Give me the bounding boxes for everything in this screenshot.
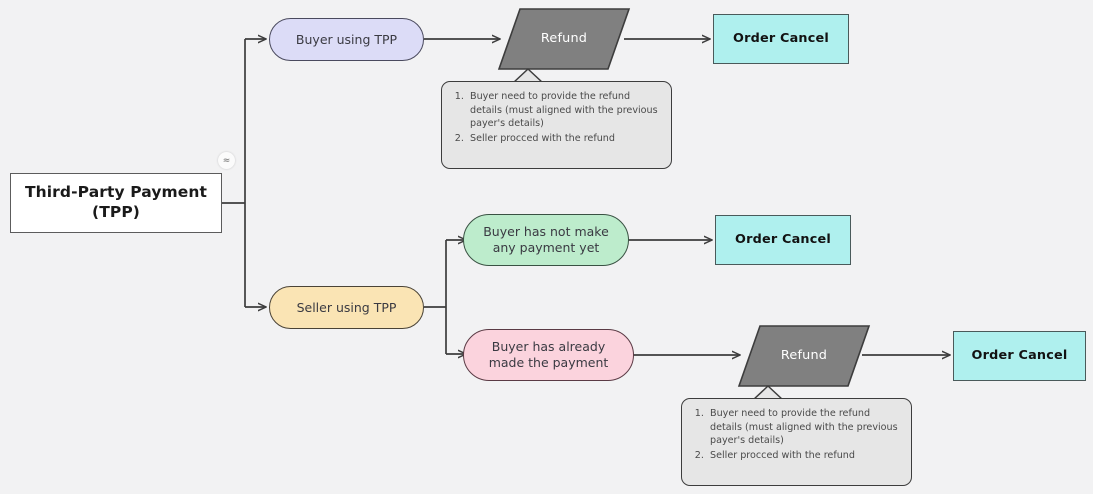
note-top: Buyer need to provide the refund details…	[441, 81, 672, 169]
node-seller-using-tpp-label: Seller using TPP	[296, 299, 397, 315]
node-buyer-already-paid-line1: Buyer has already	[491, 339, 606, 354]
note-bottom-item-2: Seller procced with the refund	[707, 449, 901, 463]
node-order-cancel-3-label: Order Cancel	[971, 347, 1068, 363]
node-order-cancel-2-label: Order Cancel	[735, 231, 831, 247]
note-top-tail	[512, 68, 555, 85]
badge-glyph: ≈	[222, 155, 231, 166]
node-buyer-already-paid[interactable]: Buyer has already made the payment	[463, 329, 634, 381]
node-order-cancel-2[interactable]: Order Cancel	[715, 215, 851, 265]
node-order-cancel-1-label: Order Cancel	[733, 30, 829, 46]
node-order-cancel-3[interactable]: Order Cancel	[953, 331, 1086, 381]
note-top-item-1: Buyer need to provide the refund details…	[467, 90, 661, 131]
note-top-item-2: Seller procced with the refund	[467, 132, 661, 146]
node-refund-bottom-label: Refund	[780, 347, 828, 363]
node-start-label-line1: Third-Party Payment	[24, 183, 208, 202]
note-bottom-list: Buyer need to provide the refund details…	[690, 407, 901, 462]
note-bottom-tail	[752, 385, 795, 402]
node-refund-bottom[interactable]: Refund	[737, 325, 871, 387]
link-badge-icon: ≈	[218, 152, 235, 169]
note-bottom-item-1: Buyer need to provide the refund details…	[707, 407, 901, 448]
refund-top-shape	[497, 8, 631, 70]
node-seller-using-tpp[interactable]: Seller using TPP	[269, 286, 424, 329]
node-buyer-no-payment-line1: Buyer has not make	[483, 224, 609, 239]
node-third-party-payment[interactable]: Third-Party Payment (TPP)	[10, 173, 222, 233]
node-order-cancel-1[interactable]: Order Cancel	[713, 14, 849, 64]
node-refund-top[interactable]: Refund	[497, 8, 631, 70]
note-top-list: Buyer need to provide the refund details…	[450, 90, 661, 145]
refund-bottom-shape	[737, 325, 871, 387]
node-buyer-no-payment[interactable]: Buyer has not make any payment yet	[463, 214, 629, 266]
node-buyer-already-paid-line2: made the payment	[488, 355, 609, 370]
node-start-label-line2: (TPP)	[92, 203, 140, 221]
note-bottom: Buyer need to provide the refund details…	[681, 398, 912, 486]
node-buyer-using-tpp-label: Buyer using TPP	[295, 31, 398, 47]
node-buyer-using-tpp[interactable]: Buyer using TPP	[269, 18, 424, 61]
node-buyer-no-payment-line2: any payment yet	[492, 240, 600, 255]
node-refund-top-label: Refund	[540, 30, 588, 46]
